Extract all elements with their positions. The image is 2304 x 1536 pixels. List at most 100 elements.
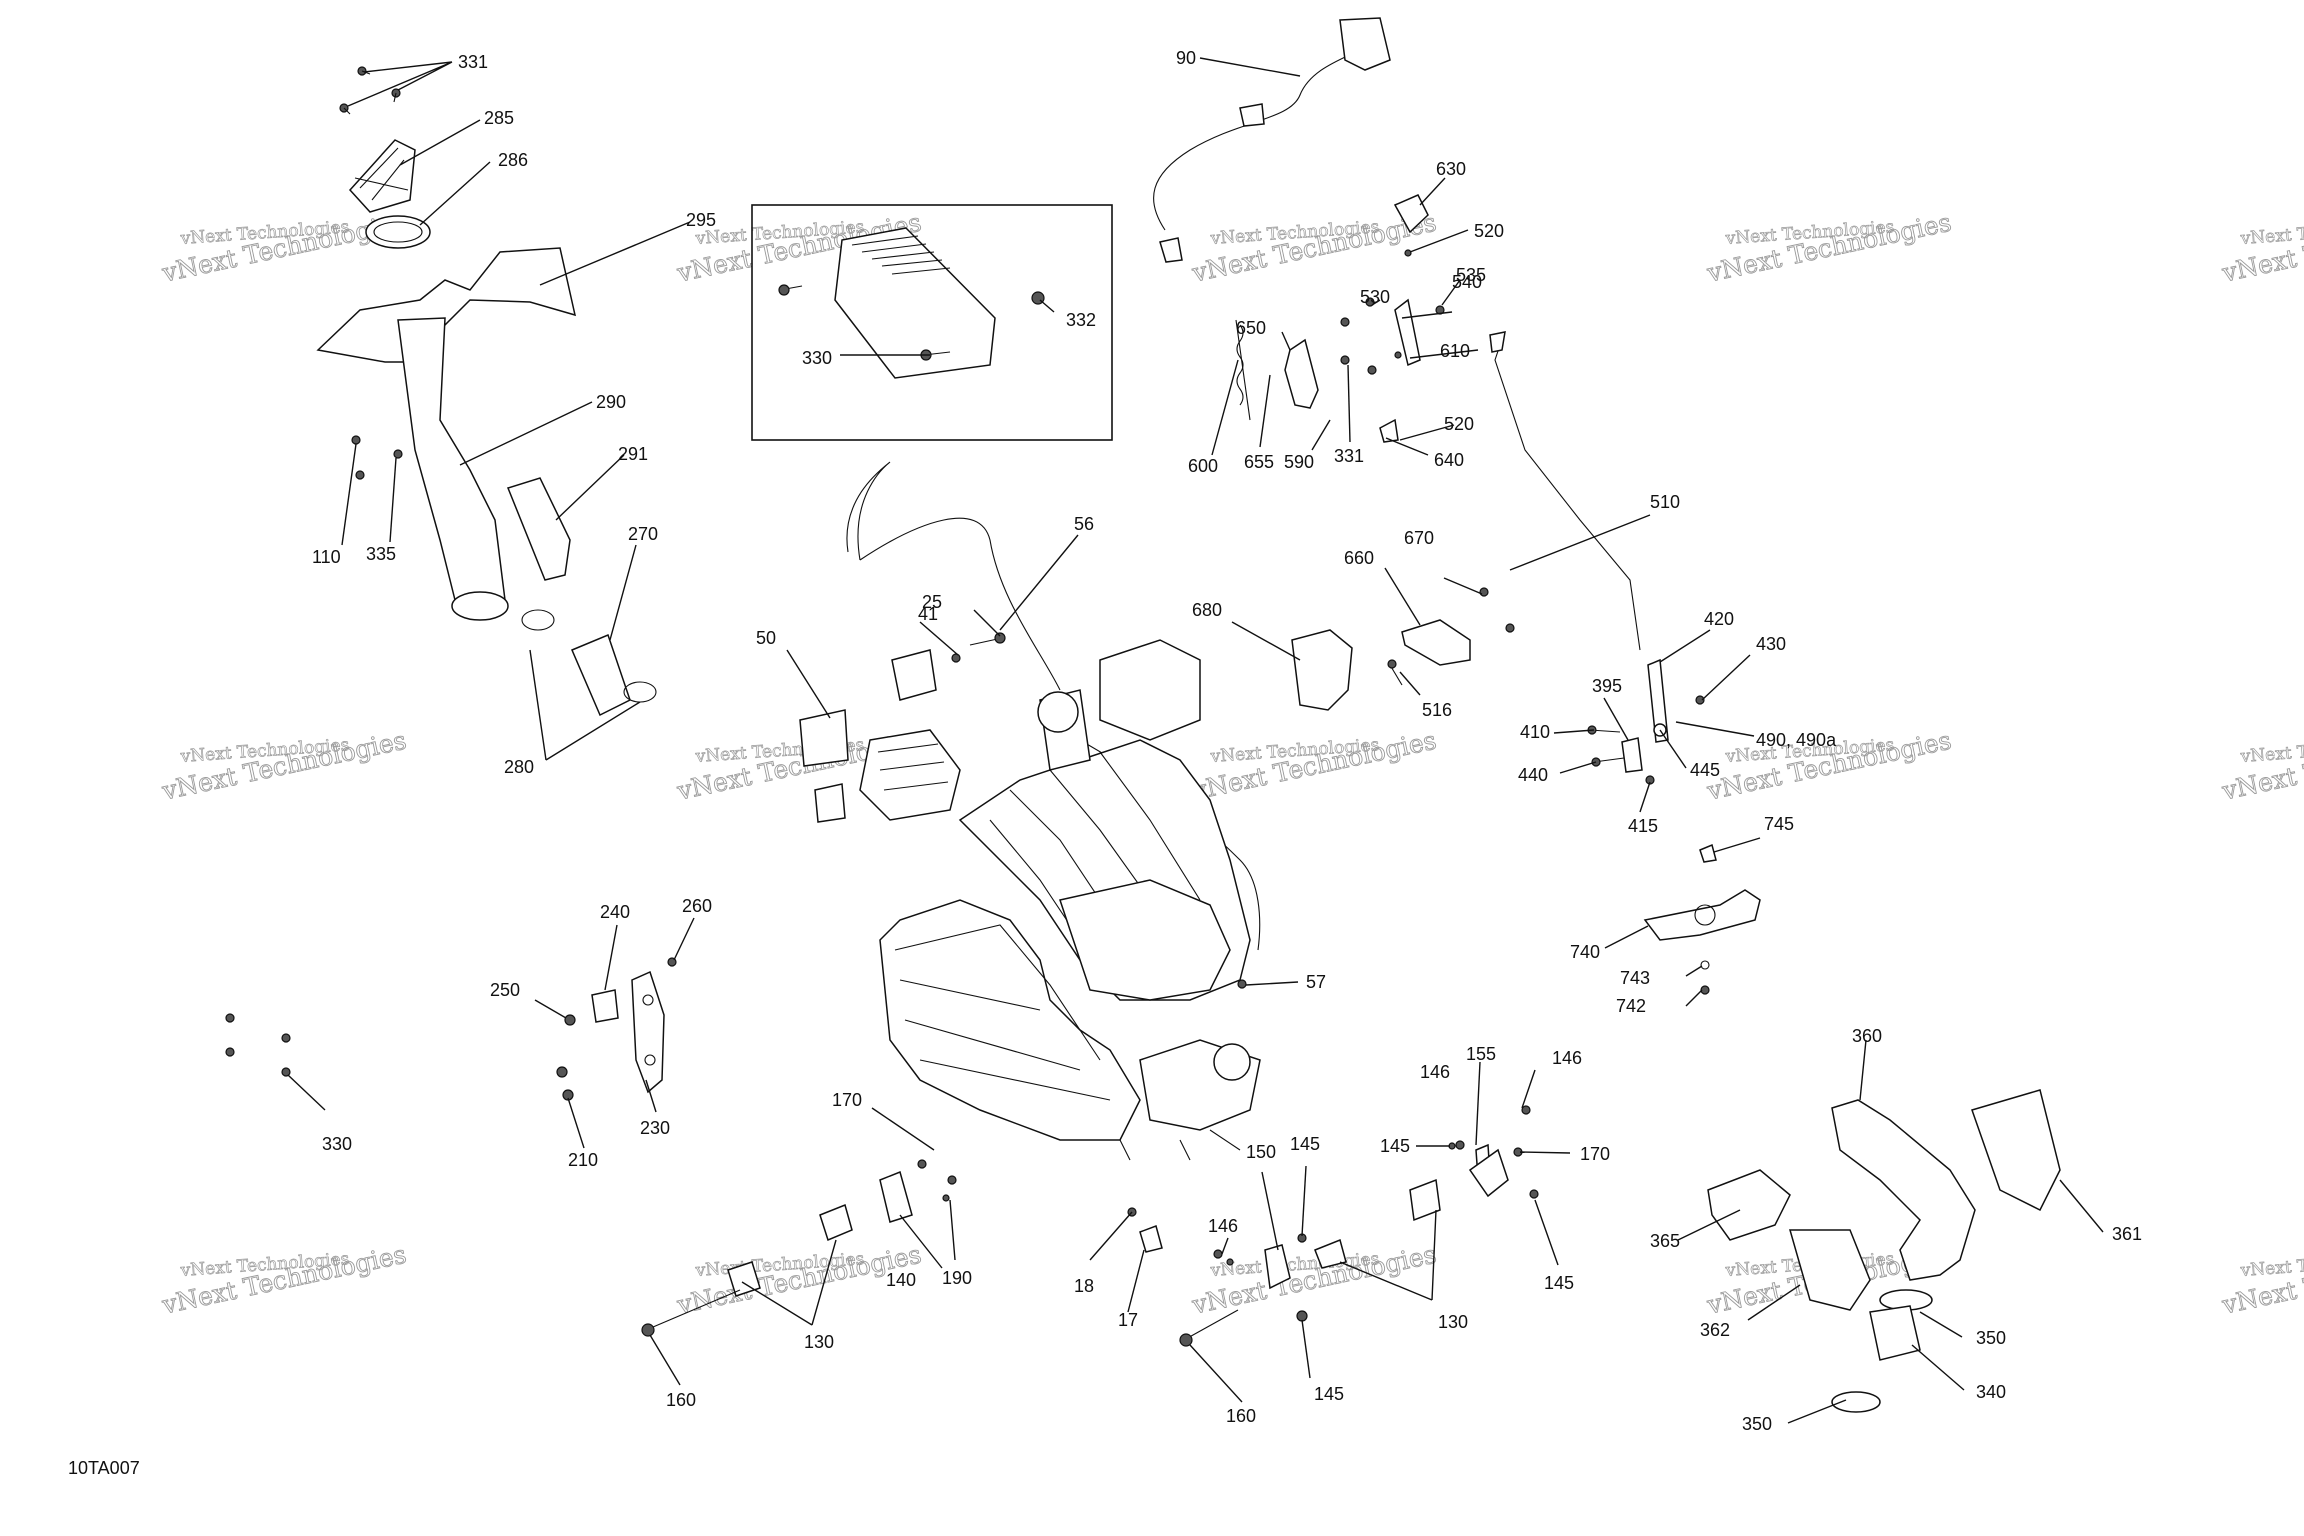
- callout-146-right: 146: [1552, 1048, 1582, 1068]
- callout-130-left: 130: [804, 1332, 834, 1352]
- callout-160-left: 160: [666, 1390, 696, 1410]
- callout-360: 360: [1852, 1026, 1882, 1046]
- callout-742: 742: [1616, 996, 1646, 1016]
- callout-210: 210: [568, 1150, 598, 1170]
- pedal-bracket-icon: [1284, 338, 1319, 409]
- callout-670: 670: [1404, 528, 1434, 548]
- callout-540: 540: [1452, 272, 1482, 292]
- callout-655: 655: [1244, 452, 1274, 472]
- callout-440: 440: [1518, 765, 1548, 785]
- callout-365: 365: [1650, 1231, 1680, 1251]
- callout-516: 516: [1422, 700, 1452, 720]
- callout-395: 395: [1592, 676, 1622, 696]
- heat-shield-icon: [1971, 1089, 2061, 1212]
- callout-340: 340: [1976, 1382, 2006, 1402]
- callout-140: 140: [886, 1270, 916, 1290]
- engine-mount-icon: [819, 1203, 853, 1242]
- callout-290: 290: [596, 392, 626, 412]
- callout-25: 25: [922, 592, 942, 612]
- callout-50: 50: [756, 628, 776, 648]
- callout-362: 362: [1700, 1320, 1730, 1340]
- callout-291: 291: [618, 444, 648, 464]
- muffler-icon: [1869, 1305, 1921, 1361]
- callout-280: 280: [504, 757, 534, 777]
- watermark-text-large: vNext Technologies: [2219, 726, 2304, 806]
- callout-640: 640: [1434, 450, 1464, 470]
- heat-shield-bracket-icon: [1401, 619, 1471, 666]
- callout-150: 150: [1246, 1142, 1276, 1162]
- callout-57: 57: [1306, 972, 1326, 992]
- screw-icon: [339, 66, 401, 115]
- callout-630: 630: [1436, 159, 1466, 179]
- callout-41: 41: [918, 604, 938, 624]
- callout-160-right: 160: [1226, 1406, 1256, 1426]
- callout-361: 361: [2112, 1224, 2142, 1244]
- watermark-text-large: vNext Technologies: [2219, 208, 2304, 288]
- sensor-bracket-icon: [1291, 629, 1353, 711]
- callout-335: 335: [366, 544, 396, 564]
- callout-330-left: 330: [322, 1134, 352, 1154]
- callout-610: 610: [1440, 341, 1470, 361]
- callout-230: 230: [640, 1118, 670, 1138]
- callout-145-upper: 145: [1290, 1134, 1320, 1154]
- shift-rod-icon: [1489, 339, 1641, 651]
- callout-17: 17: [1118, 1310, 1138, 1330]
- callout-145-right: 145: [1544, 1273, 1574, 1293]
- callout-330-ecu: 330: [802, 348, 832, 368]
- callout-145-lower: 145: [1314, 1384, 1344, 1404]
- callout-680: 680: [1192, 600, 1222, 620]
- callout-350-upper: 350: [1976, 1328, 2006, 1348]
- callout-445: 445: [1690, 760, 1720, 780]
- air-intake-duct-icon: [397, 317, 506, 619]
- heat-shield-lower-icon: [1789, 1229, 1871, 1311]
- air-duct-bracket-icon: [316, 247, 577, 363]
- callout-510: 510: [1650, 492, 1680, 512]
- callout-490-490a: 490, 490a: [1756, 730, 1837, 750]
- callout-520-bottom: 520: [1444, 414, 1474, 434]
- leader-lines: [287, 57, 2104, 1424]
- callout-743: 743: [1620, 968, 1650, 988]
- engine-assembly-icon: [799, 461, 1261, 1161]
- callout-155: 155: [1466, 1044, 1496, 1064]
- vent-hose-icon: [846, 461, 891, 561]
- callout-145-mid: 145: [1380, 1136, 1410, 1156]
- callout-331: 331: [458, 52, 488, 72]
- duct-sleeve-icon: [507, 477, 571, 581]
- engine-mount-plate-icon: [631, 970, 665, 1094]
- callout-745: 745: [1764, 814, 1794, 834]
- callout-331-right: 331: [1334, 446, 1364, 466]
- callout-250: 250: [490, 980, 520, 1000]
- callout-530: 530: [1360, 287, 1390, 307]
- bushing-icon: [591, 989, 619, 1023]
- callout-350-lower: 350: [1742, 1414, 1772, 1434]
- callout-146-left: 146: [1420, 1062, 1450, 1082]
- exhaust-elbow-icon: [1831, 1099, 1976, 1281]
- callout-740: 740: [1570, 942, 1600, 962]
- callout-260: 260: [682, 896, 712, 916]
- callout-420: 420: [1704, 609, 1734, 629]
- wiring-harness-icon: [1153, 49, 1361, 231]
- callout-190: 190: [942, 1268, 972, 1288]
- figure-id: 10TA007: [68, 1458, 140, 1478]
- callout-170-right: 170: [1580, 1144, 1610, 1164]
- intake-cover-icon: [348, 139, 416, 213]
- exhaust-adapter-icon: [1707, 1169, 1791, 1241]
- callout-240: 240: [600, 902, 630, 922]
- callout-130-right: 130: [1438, 1312, 1468, 1332]
- mount-link-icon: [1264, 1244, 1291, 1290]
- ecu-module-icon: [834, 227, 996, 379]
- callout-170-left: 170: [832, 1090, 862, 1110]
- callout-270: 270: [628, 524, 658, 544]
- callout-590: 590: [1284, 452, 1314, 472]
- spring-icon: [1236, 324, 1244, 406]
- callout-415: 415: [1628, 816, 1658, 836]
- intake-coupler-icon: [571, 633, 631, 717]
- callout-535: 535: [1456, 265, 1486, 285]
- mount-bracket-icon: [1643, 889, 1761, 941]
- callout-110: 110: [312, 547, 341, 567]
- callout-660: 660: [1344, 548, 1374, 568]
- detail-box-ecu: [751, 204, 1113, 441]
- callout-layer: 331 285 286 295 290 291 110 335 270 280 …: [312, 48, 2142, 1434]
- clamp-ring-icon: [365, 215, 431, 249]
